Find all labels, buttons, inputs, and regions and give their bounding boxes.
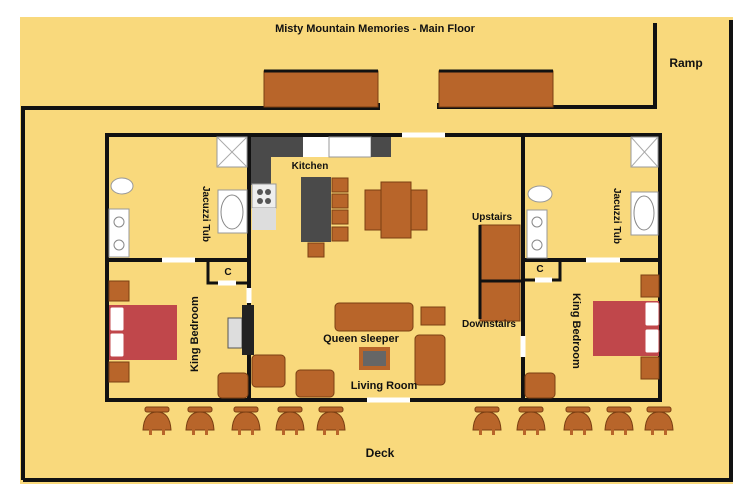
living-room-label: Living Room [351, 380, 418, 392]
deck-chair-icon [516, 406, 546, 435]
deck-chair-icon [644, 406, 674, 435]
ramp-label: Ramp [669, 56, 702, 70]
entry-steps-left [263, 69, 379, 108]
entry-steps-right [438, 69, 554, 108]
deck-chair-icon [472, 406, 502, 435]
kitchen-sink-icon [328, 136, 372, 158]
kitchen-label: Kitchen [292, 161, 329, 172]
closet-label-left: C [224, 267, 231, 278]
upstairs-label: Upstairs [472, 212, 512, 223]
deck-chair-icon [604, 406, 634, 435]
right-bedroom [593, 274, 660, 380]
right-bathroom [526, 136, 659, 259]
toilet-icon [527, 185, 553, 203]
living-room-area [251, 302, 556, 399]
deck-chair-icon [231, 406, 261, 435]
deck-chairs [142, 406, 674, 435]
closet-label-right: C [536, 264, 543, 275]
left-bathroom [108, 136, 248, 258]
armchair-icon [217, 372, 249, 399]
plan-title: Misty Mountain Memories - Main Floor [275, 23, 476, 35]
king-bedroom-label-left: King Bedroom [189, 296, 201, 372]
downstairs-label: Downstairs [462, 319, 516, 330]
deck-chair-icon [185, 406, 215, 435]
toilet-icon [110, 177, 134, 195]
king-bedroom-label-right: King Bedroom [570, 293, 582, 369]
kitchen-area [251, 136, 428, 258]
jacuzzi-label-right: Jacuzzi Tub [611, 188, 622, 244]
left-bedroom [108, 280, 254, 399]
jacuzzi-label-left: Jacuzzi Tub [200, 186, 211, 242]
kitchen-island [301, 177, 331, 242]
sofa-icon [334, 302, 414, 332]
deck-chair-icon [316, 406, 346, 435]
deck-label: Deck [366, 446, 395, 460]
deck-chair-icon [142, 406, 172, 435]
house-walls [105, 132, 662, 403]
deck-chair-icon [563, 406, 593, 435]
queen-sleeper-label: Queen sleeper [323, 333, 400, 345]
stove-icon [251, 183, 277, 209]
fireplace-icon [227, 317, 243, 349]
deck-chair-icon [275, 406, 305, 435]
staircase [478, 224, 523, 322]
